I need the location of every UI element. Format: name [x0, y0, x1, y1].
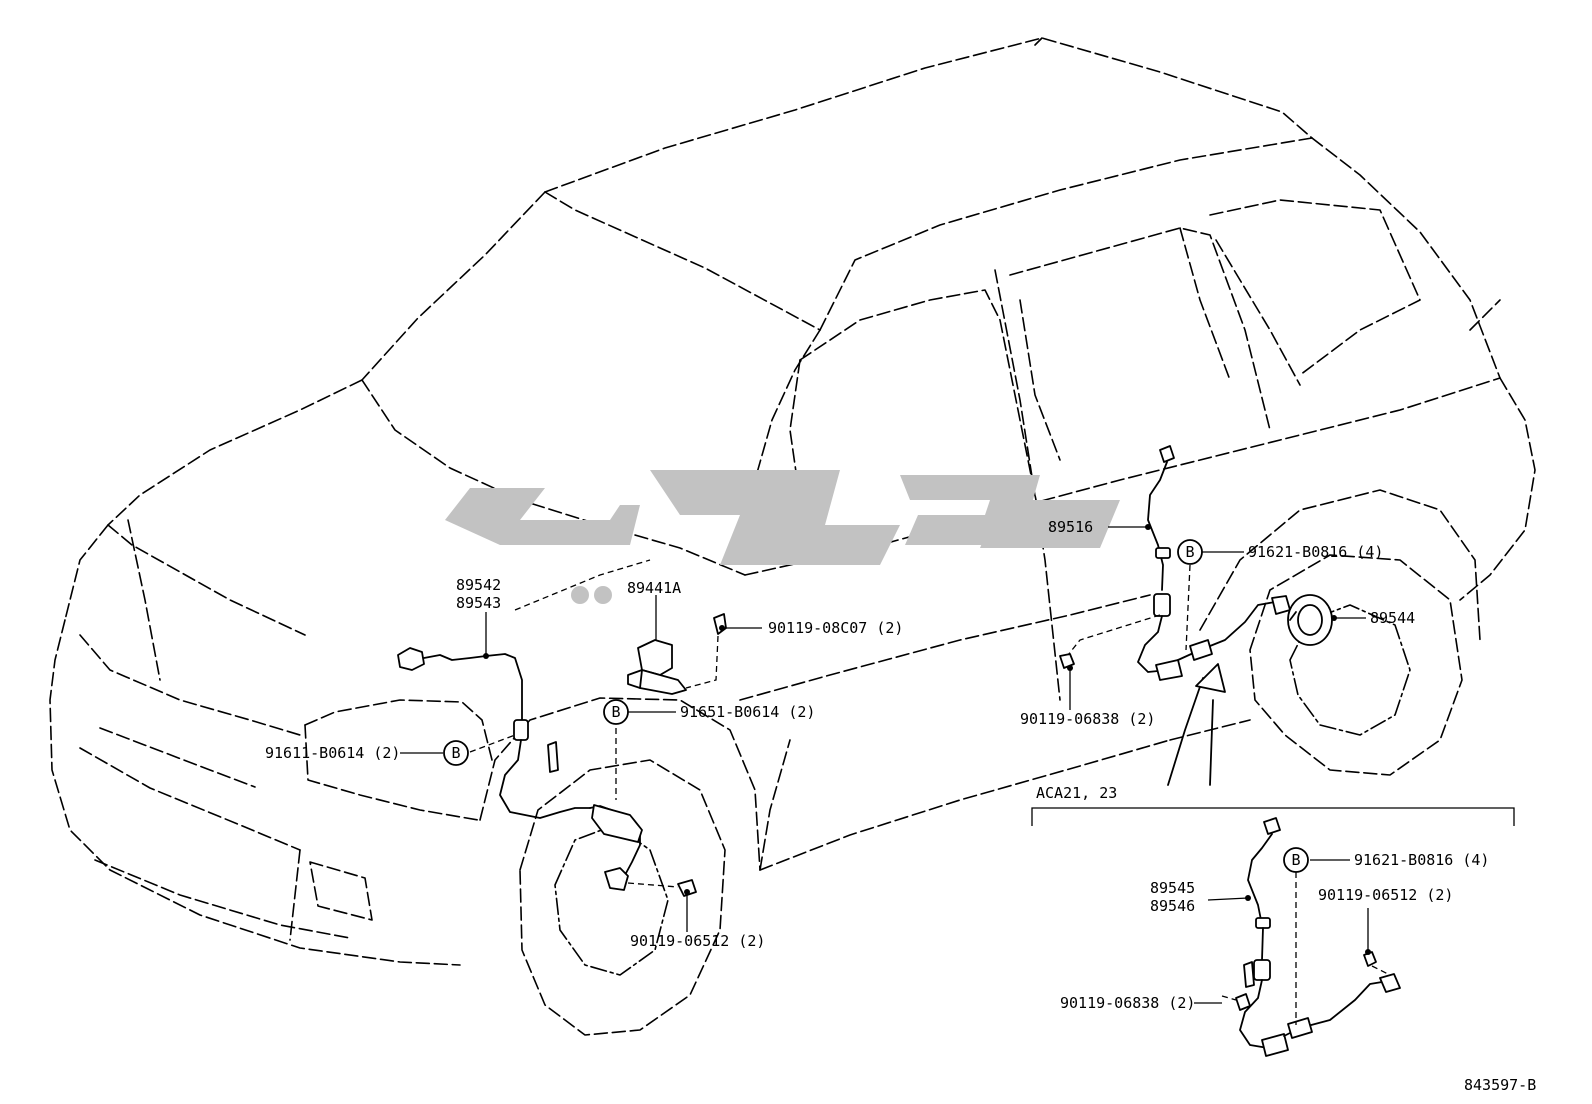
clip-symbol-b-91621-inset: B [1283, 847, 1309, 873]
inset-title: ACA21, 23 [1036, 784, 1117, 802]
sensor-bracket-89441A [627, 613, 727, 695]
inset-pointer-arrow [1167, 663, 1226, 786]
label-91621-B0816-main: 91621-B0816 (4) [1248, 543, 1383, 561]
label-89545: 89545 [1150, 879, 1195, 897]
clip-symbol-letter: B [611, 703, 620, 721]
label-89544: 89544 [1370, 609, 1415, 627]
clip-symbol-letter: B [451, 744, 460, 762]
label-89441A: 89441A [627, 579, 681, 597]
label-89542: 89542 [456, 576, 501, 594]
inset-aca21-23: ACA21, 23 B 91621-B0816 (4) 89545 [1031, 784, 1515, 1057]
label-90119-06512-inset: 90119-06512 (2) [1318, 886, 1453, 904]
part-labels: 89542 89543 89441A 90119-08C07 (2) 91651… [265, 518, 1415, 950]
label-91651-B0614: 91651-B0614 (2) [680, 703, 815, 721]
label-90119-08C07: 90119-08C07 (2) [768, 619, 903, 637]
label-89546: 89546 [1150, 897, 1195, 915]
diagram-reference-number: 843597-B [1464, 1076, 1536, 1094]
label-89543: 89543 [456, 594, 501, 612]
vehicle-outline [49, 37, 1536, 1036]
clip-symbol-b-91621-main: B [1177, 539, 1203, 565]
rear-speed-sensor-89516 [1059, 445, 1333, 681]
label-90119-06838-inset: 90119-06838 (2) [1060, 994, 1195, 1012]
front-speed-sensor-89542 [397, 647, 697, 897]
watermark-logo [445, 470, 1120, 604]
label-90119-06838-main: 90119-06838 (2) [1020, 710, 1155, 728]
clip-symbol-b-91651: B [603, 699, 629, 725]
clip-symbol-letter: B [1291, 851, 1300, 869]
label-89516: 89516 [1048, 518, 1093, 536]
clip-symbol-letter: B [1185, 543, 1194, 561]
label-90119-06512-front: 90119-06512 (2) [630, 932, 765, 950]
callout-leaders [400, 524, 1366, 932]
label-91621-B0816-inset: 91621-B0816 (4) [1354, 851, 1489, 869]
label-91611-B0614: 91611-B0614 (2) [265, 744, 400, 762]
clip-symbol-b-91611: B [443, 740, 469, 766]
